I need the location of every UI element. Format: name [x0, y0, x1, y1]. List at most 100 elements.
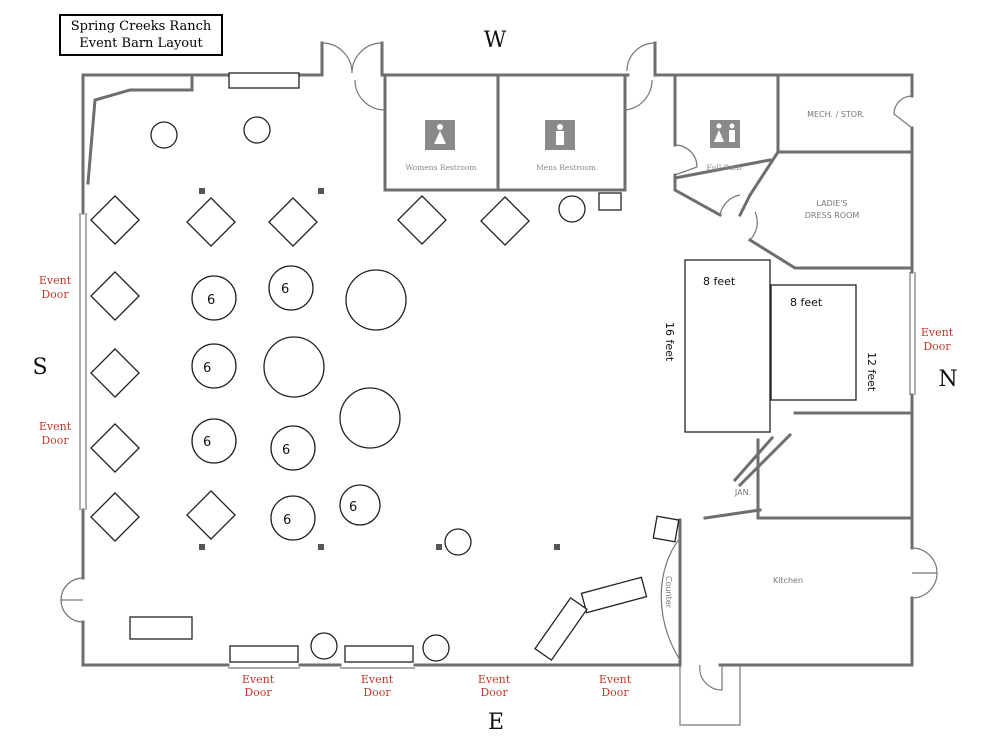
rect-tables	[129, 72, 680, 663]
table-seat-label: 6	[203, 361, 211, 376]
rect-table	[598, 192, 622, 211]
ladies-dress-label-1: LADIE'S	[817, 199, 848, 208]
round-table-small	[243, 116, 271, 144]
diamond-table	[90, 423, 140, 473]
title-box: Spring Creeks Ranch Event Barn Layout	[59, 14, 223, 56]
stage-width-8-b: 8 feet	[790, 296, 823, 309]
table-seat-label: 6	[281, 282, 289, 297]
round-table-6	[191, 343, 237, 389]
event-door-label: Door	[41, 434, 69, 447]
diamond-table	[90, 195, 140, 245]
diamond-table	[90, 492, 140, 542]
rect-table	[228, 72, 300, 89]
womens-restroom-label: Womens Restroom	[405, 163, 476, 172]
table-seat-label: 6	[283, 513, 291, 528]
round-table-large	[339, 387, 401, 449]
table-seat-label: 6	[349, 500, 357, 515]
table-seat-label: 6	[207, 293, 215, 308]
post	[436, 544, 442, 550]
compass-east: E	[488, 710, 504, 735]
diamond-table	[90, 271, 140, 321]
event-door-label: Event	[39, 274, 72, 287]
post	[199, 544, 205, 550]
jan-label: JAN.	[734, 488, 751, 497]
title-line-2: Event Barn Layout	[79, 36, 203, 51]
post	[318, 188, 324, 194]
mens-restroom-label: Mens Restroom	[536, 163, 596, 172]
compass-south: S	[32, 355, 47, 380]
rect-table	[344, 645, 414, 663]
rect-table	[580, 576, 648, 614]
counter-label: Counter	[664, 576, 673, 609]
stage	[684, 259, 857, 433]
table-seat-label: 6	[282, 443, 290, 458]
event-door-label: Door	[923, 340, 951, 353]
diamond-table	[186, 197, 236, 247]
rect-table	[534, 596, 588, 662]
round-tables	[150, 116, 586, 662]
round-table-large	[345, 269, 407, 331]
rect-table	[652, 515, 680, 543]
full-bath-label: Full Bath	[706, 163, 741, 172]
round-table-small	[150, 121, 178, 149]
round-table-6	[339, 484, 381, 526]
post	[554, 544, 560, 550]
diamond-table	[186, 490, 236, 540]
southwest-corner-wall	[86, 74, 194, 185]
stage-width-8-a: 8 feet	[703, 275, 736, 288]
rect-table	[229, 645, 299, 663]
round-table-6	[191, 418, 237, 464]
stage-length-16: 16 feet	[663, 322, 676, 362]
table-seat-labels: 6 6 6 6 6 6 6	[203, 282, 357, 528]
event-door-label: Event	[478, 673, 511, 686]
event-door-label: Event	[921, 326, 954, 339]
round-table-6	[268, 265, 314, 311]
mens-restroom-icon	[545, 120, 575, 150]
round-table-6	[270, 425, 316, 471]
compass-west: W	[484, 28, 507, 53]
kitchen-area	[660, 411, 914, 667]
posts	[199, 188, 560, 550]
round-table-small	[558, 195, 586, 223]
round-table-small	[444, 528, 472, 556]
post	[318, 544, 324, 550]
diamond-table	[480, 196, 530, 246]
restroom-block	[354, 76, 653, 192]
event-door-label: Event	[242, 673, 275, 686]
event-door-label: Event	[39, 420, 72, 433]
rect-table	[129, 616, 193, 640]
diamond-tables	[90, 195, 530, 542]
event-door-label: Door	[480, 686, 508, 699]
ladies-dress-label-2: DRESS ROOM	[805, 211, 860, 220]
event-door-label: Event	[599, 673, 632, 686]
event-door-label: Event	[361, 673, 394, 686]
diamond-table	[90, 348, 140, 398]
round-table-small	[422, 634, 450, 662]
stage-section-large	[684, 259, 771, 433]
full-bath-icon	[710, 120, 740, 148]
table-seat-label: 6	[203, 435, 211, 450]
door-openings	[79, 213, 916, 669]
title-line-1: Spring Creeks Ranch	[70, 19, 212, 34]
mech-stor-label: MECH. / STOR.	[807, 110, 865, 119]
outer-walls	[81, 41, 914, 726]
stage-section-small	[770, 284, 857, 401]
womens-restroom-icon	[425, 120, 455, 150]
round-table-small	[310, 632, 338, 660]
event-door-label: Door	[41, 288, 69, 301]
door-swings	[60, 42, 938, 691]
event-door-labels: Event Door Event Door Event Door Event D…	[39, 274, 954, 699]
compass-north: N	[938, 367, 957, 392]
event-door-label: Door	[363, 686, 391, 699]
stage-length-12: 12 feet	[865, 352, 878, 392]
kitchen-label: Kitchen	[773, 576, 803, 585]
round-table-6	[191, 275, 237, 321]
event-door-label: Door	[244, 686, 272, 699]
round-table-6	[270, 495, 316, 541]
diamond-table	[397, 195, 447, 245]
event-door-label: Door	[601, 686, 629, 699]
diamond-table	[268, 197, 318, 247]
post	[199, 188, 205, 194]
round-table-large	[263, 336, 325, 398]
